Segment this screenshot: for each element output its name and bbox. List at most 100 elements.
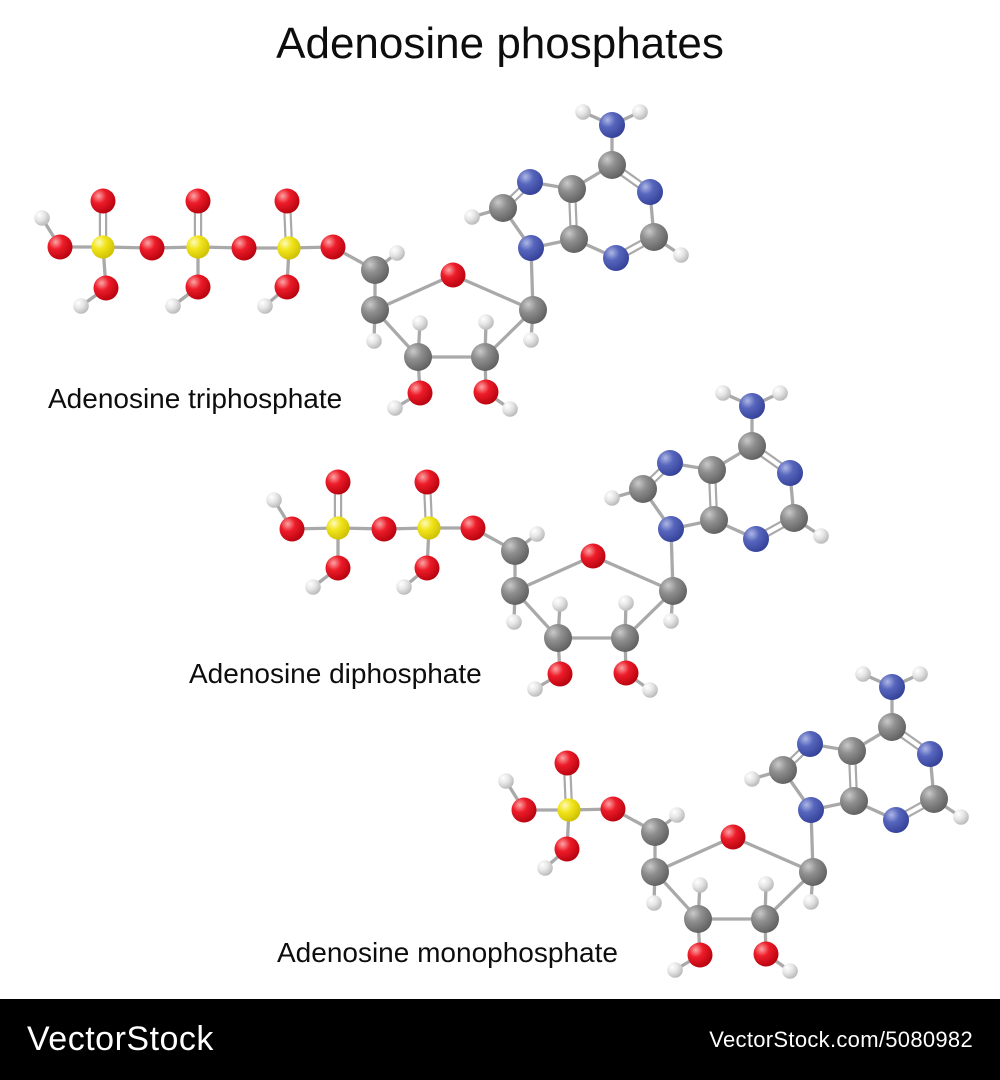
n-atom [599,112,625,138]
c-atom [780,504,808,532]
o-atom [185,274,211,300]
h-atom [506,614,522,630]
n-atom [517,169,543,195]
h-atom [912,666,928,682]
c-atom [611,624,639,652]
h-atom [257,298,273,314]
bond [373,273,455,312]
h-atom [803,894,819,910]
watermark-bar: VectorStock VectorStock.com/5080982 [0,999,1000,1080]
h-atom [692,877,708,893]
o-atom [580,543,606,569]
h-atom [498,773,514,789]
h-atom [782,963,798,979]
p-atom [557,798,581,822]
c-atom [878,713,906,741]
h-atom [305,579,321,595]
c-atom [489,194,517,222]
p-atom [277,236,301,260]
n-atom [658,516,684,542]
c-atom [659,577,687,605]
bond [451,273,535,312]
c-atom [920,785,948,813]
c-atom [641,818,669,846]
c-atom [598,151,626,179]
c-atom [361,256,389,284]
h-atom [165,298,181,314]
c-atom [519,296,547,324]
h-atom [552,596,568,612]
o-atom [414,469,440,495]
o-atom [320,234,346,260]
h-atom [412,315,428,331]
h-atom [618,595,634,611]
o-atom [371,516,397,542]
h-atom [527,681,543,697]
o-atom [613,660,639,686]
h-atom [632,104,648,120]
h-atom [673,247,689,263]
n-atom [879,674,905,700]
molecule-diagram [34,104,969,979]
h-atom [667,962,683,978]
c-atom [640,223,668,251]
o-atom [274,188,300,214]
c-atom [560,225,588,253]
h-atom [529,526,545,542]
c-atom [769,756,797,784]
c-atom [684,905,712,933]
bond [591,554,675,593]
h-atom [646,895,662,911]
h-atom [266,492,282,508]
h-atom [642,682,658,698]
h-atom [396,579,412,595]
o-atom [473,379,499,405]
o-atom [231,235,257,261]
vectorstock-url: VectorStock.com/5080982 [709,1026,973,1052]
o-atom [440,262,466,288]
adp-structure [266,385,829,698]
c-atom [361,296,389,324]
o-atom [407,380,433,406]
o-atom [93,275,119,301]
o-atom [687,942,713,968]
h-atom [855,666,871,682]
c-atom [751,905,779,933]
c-atom [501,577,529,605]
label-adenosine-triphosphate: Adenosine triphosphate [48,383,343,414]
n-atom [739,393,765,419]
c-atom [700,506,728,534]
page-title: Adenosine phosphates [276,19,724,68]
n-atom [603,245,629,271]
o-atom [547,661,573,687]
c-atom [738,432,766,460]
c-atom [471,343,499,371]
o-atom [460,515,486,541]
n-atom [798,797,824,823]
h-atom [34,210,50,226]
h-atom [478,314,494,330]
h-atom [523,332,539,348]
bond [513,554,595,593]
h-atom [813,528,829,544]
c-atom [641,858,669,886]
n-atom [637,179,663,205]
o-atom [554,750,580,776]
o-atom [90,188,116,214]
n-atom [917,741,943,767]
h-atom [366,333,382,349]
h-atom [502,401,518,417]
h-atom [744,771,760,787]
o-atom [753,941,779,967]
o-atom [511,797,537,823]
h-atom [758,876,774,892]
h-atom [389,245,405,261]
o-atom [274,274,300,300]
label-adenosine-diphosphate: Adenosine diphosphate [189,658,482,689]
n-atom [657,450,683,476]
h-atom [669,807,685,823]
o-atom [325,555,351,581]
c-atom [840,787,868,815]
amp-structure [498,666,969,979]
